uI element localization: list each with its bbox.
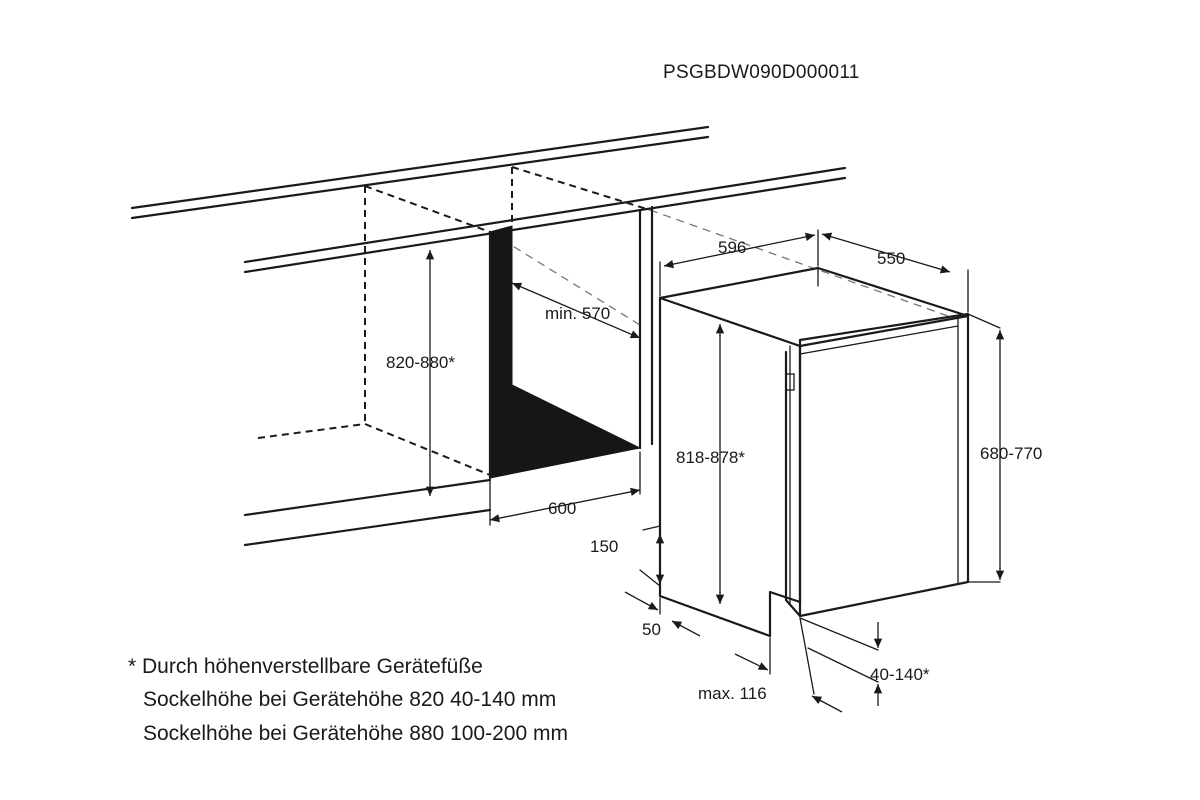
unit-width-label: 596 (718, 238, 746, 257)
dishwasher-door (798, 312, 970, 618)
unit-height-label: 818-878* (676, 448, 745, 467)
footnote-line-2: Sockelhöhe bei Gerätehöhe 820 40-140 mm (143, 688, 556, 711)
worktop-front-edge (243, 166, 847, 264)
dishwasher-unit (658, 266, 970, 638)
floor-line-front (243, 508, 492, 547)
plinth-height-label: 150 (590, 537, 618, 556)
feet-dimension (799, 617, 883, 706)
plinth-offset-label: 50 (642, 620, 661, 639)
footnote-line-3: Sockelhöhe bei Gerätehöhe 880 100-200 mm (143, 722, 568, 745)
door-height-dimension (967, 313, 1005, 583)
plinth-height-dimension (639, 525, 665, 587)
drawing-code: PSGBDW090D000011 (663, 62, 860, 83)
feet-label: 40-140* (870, 665, 930, 684)
max-door-dimension (734, 617, 843, 713)
min-depth-label: min. 570 (545, 304, 610, 323)
niche-hidden-edges (364, 166, 949, 476)
niche-side-wall (489, 225, 642, 479)
niche-width-label: 600 (548, 499, 576, 518)
unit-width-dimension (659, 229, 819, 297)
plinth-offset-dimension (624, 591, 701, 637)
floor-line-back (243, 478, 492, 517)
worktop-back-edge-lower (130, 135, 710, 220)
footnote-line-1: * Durch höhenverstellbare Gerätefüße (128, 655, 483, 678)
worktop-back-edge (130, 125, 710, 210)
unit-depth-label: 550 (877, 249, 905, 268)
niche-height-label: 820-880* (386, 353, 455, 372)
unit-depth-dimension (821, 232, 969, 313)
door-height-label: 680-770 (980, 444, 1042, 463)
min-depth-dimension (511, 282, 641, 339)
floor-line-hidden (257, 423, 366, 439)
niche-width-dimension (489, 451, 641, 526)
max-door-label: max. 116 (698, 684, 767, 703)
worktop-front-edge-lower (243, 176, 847, 274)
